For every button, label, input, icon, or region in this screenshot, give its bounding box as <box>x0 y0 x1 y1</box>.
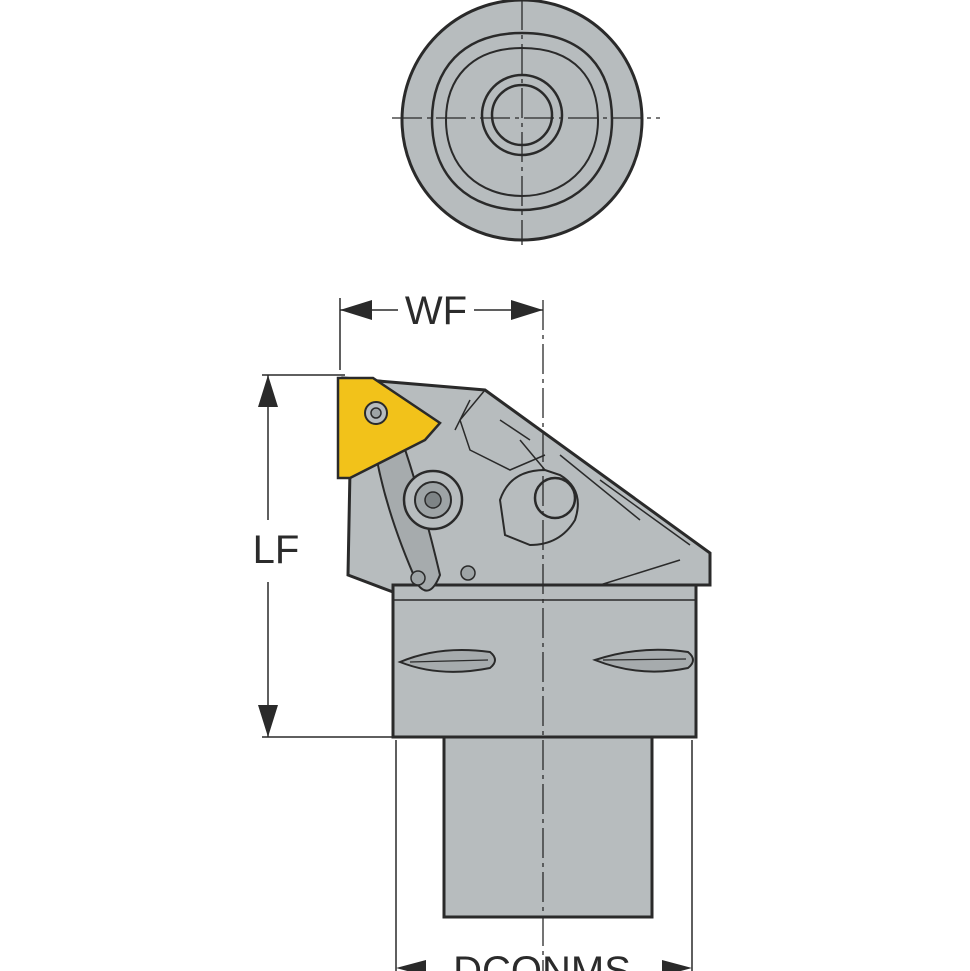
small-screw-right <box>460 565 476 581</box>
left-slot <box>397 648 496 673</box>
right-slot <box>592 648 694 673</box>
dimension-wf: WF <box>339 289 543 370</box>
wf-label: WF <box>405 289 467 333</box>
small-screw-left <box>410 570 426 586</box>
dconms-label: DCONMS <box>453 949 631 971</box>
side-view <box>336 300 712 971</box>
head-details <box>454 389 691 586</box>
coolant-nozzle <box>498 468 579 547</box>
insert-screw-center <box>370 407 382 419</box>
cutting-insert <box>336 376 442 480</box>
dimension-lf: LF <box>253 374 393 738</box>
dimension-dconms: DCONMS <box>395 740 693 971</box>
lf-label: LF <box>253 528 300 572</box>
shank <box>442 735 654 919</box>
end-view <box>392 0 660 245</box>
clamp-screw-socket <box>424 491 442 509</box>
end-view-polygon-profile <box>430 31 614 212</box>
